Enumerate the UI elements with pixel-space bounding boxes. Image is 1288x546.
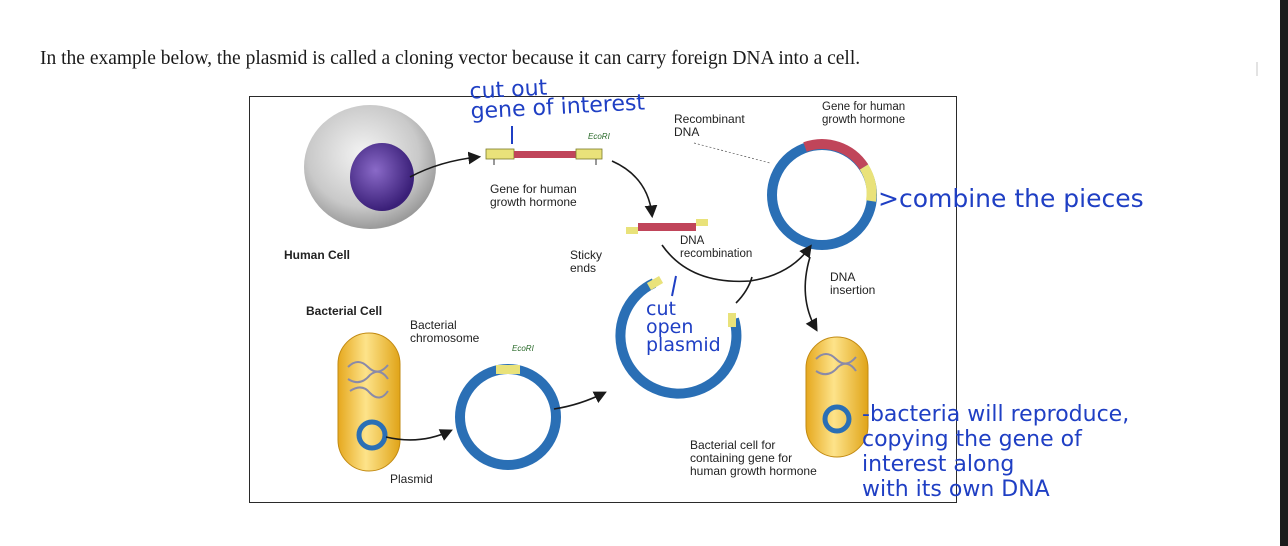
recombinant-plasmid-icon [693, 139, 877, 250]
arrow-dna-insertion [804, 256, 818, 332]
bacterial-cell-label: Bacterial Cell [306, 304, 383, 318]
annotation-combine-pieces: >combine the pieces [878, 184, 1144, 213]
arrow-cell-to-gene [409, 151, 482, 178]
arrow-plasmid-up [735, 276, 753, 304]
cloning-diagram-figure: Human Cell Gene for human growth hormone… [249, 96, 957, 503]
plasmid-label: Plasmid [390, 472, 433, 486]
sticky-ends-label: Sticky ends [570, 248, 603, 275]
annotation-cut-out-gene: cut out gene of interest [468, 75, 646, 125]
gene-label: Gene for human growth hormone [490, 182, 577, 209]
arrow-gene-to-fragment [611, 160, 658, 219]
recombinant-dna-label: Recombinant DNA [674, 112, 745, 139]
gene-fragment-sticky [626, 219, 708, 234]
intro-paragraph: In the example below, the plasmid is cal… [40, 48, 861, 69]
bacterial-cell-icon [337, 332, 401, 472]
annotation-bacteria-reproduce: -bacteria will reproduce, copying the ge… [862, 402, 1130, 502]
arrow-bacterium-to-plasmid [385, 429, 453, 441]
ecori-label-bottom: EcoRI [512, 344, 534, 353]
open-plasmid-icon [615, 276, 742, 399]
gene-segment-top [485, 148, 603, 165]
result-bacterium-icon [805, 336, 869, 458]
scroll-marker [1256, 62, 1258, 76]
human-cell-label: Human Cell [284, 248, 351, 262]
page-edge-bar [1280, 0, 1288, 546]
plasmid-ring-icon [455, 364, 561, 470]
cloning-diagram-graphics [304, 105, 877, 472]
annotation-cut-open-plasmid: cut open plasmid [646, 298, 721, 356]
gene-top-right-label: Gene for human growth hormone [822, 101, 906, 126]
result-cell-label: Bacterial cell for containing gene for h… [690, 438, 817, 478]
ecori-label-top: EcoRI [588, 132, 610, 141]
bacterial-chromosome-label: Bacterial chromosome [410, 318, 480, 345]
dna-insertion-label: DNA insertion [830, 270, 876, 297]
dna-recombination-label: DNA recombination [680, 235, 753, 260]
human-cell-icon [304, 105, 436, 229]
arrow-plasmid-to-open [553, 391, 607, 410]
